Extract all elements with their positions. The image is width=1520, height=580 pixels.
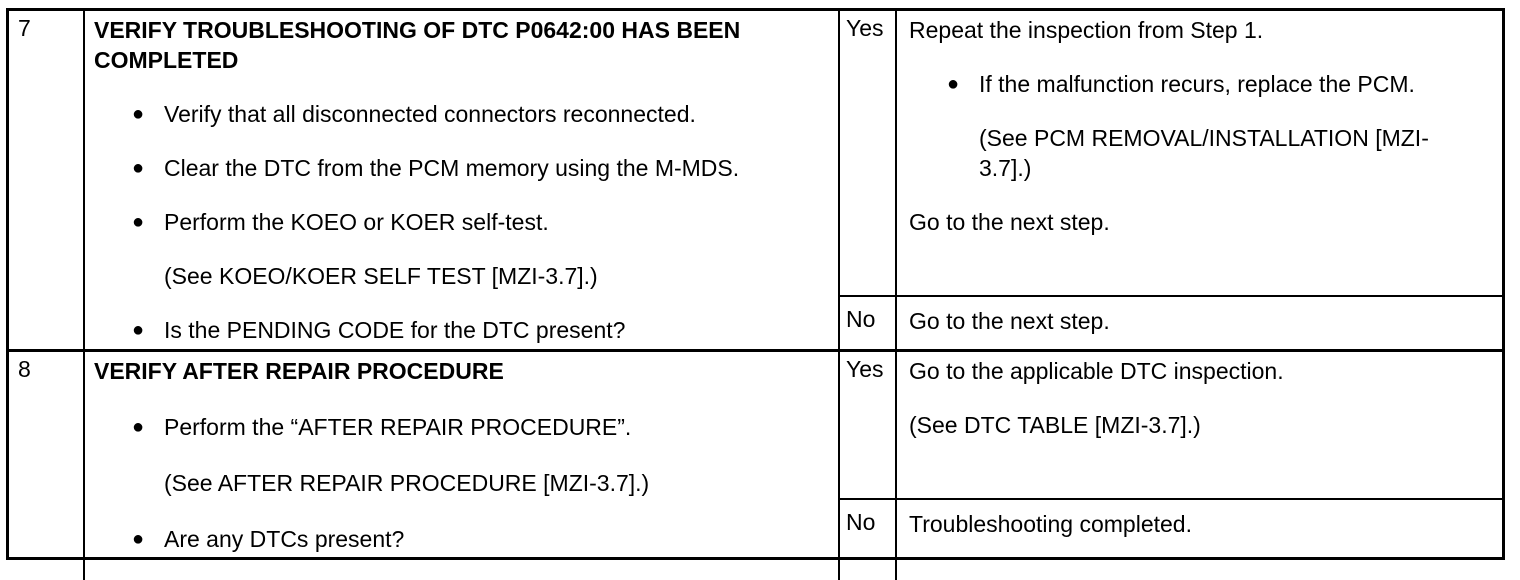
result-no-label: No	[840, 297, 897, 360]
result-column: Yes Go to the applicable DTC inspection.…	[840, 352, 1502, 580]
result-yes-label: Yes	[840, 352, 897, 498]
bullet-icon: ●	[132, 103, 145, 125]
bullet-icon: ●	[132, 416, 145, 438]
no-row: No Go to the next step.	[840, 297, 1502, 360]
bullet-item: ● Is the PENDING CODE for the DTC presen…	[132, 315, 830, 345]
bullet-text: If the malfunction recurs, replace the P…	[979, 71, 1415, 97]
step-row-8: 8 VERIFY AFTER REPAIR PROCEDURE ● Perfor…	[9, 352, 1502, 580]
bullet-text: Perform the “AFTER REPAIR PROCEDURE”.	[164, 414, 632, 440]
bullet-item: ● Verify that all disconnected connector…	[132, 99, 830, 129]
action-cell: Go to the applicable DTC inspection. (Se…	[897, 352, 1502, 498]
action-line: Go to the next step.	[909, 308, 1110, 334]
bullet-icon: ●	[132, 319, 145, 341]
bullet-text: Clear the DTC from the PCM memory using …	[164, 155, 740, 181]
troubleshooting-table: 7 VERIFY TROUBLESHOOTING OF DTC P0642:00…	[6, 8, 1505, 580]
bullet-item: ● Are any DTCs present?	[132, 524, 830, 554]
bullet-item: ● Perform the KOEO or KOER self-test.	[132, 207, 830, 237]
result-yes-label: Yes	[840, 11, 897, 295]
action-line: Go to the next step.	[909, 209, 1110, 235]
action-cell: Go to the next step.	[897, 297, 1502, 360]
bullet-item: ● Perform the “AFTER REPAIR PROCEDURE”.	[132, 412, 830, 442]
bullet-text: Is the PENDING CODE for the DTC present?	[164, 317, 626, 343]
yes-row: Yes Repeat the inspection from Step 1. ●…	[840, 11, 1502, 297]
action-line: Repeat the inspection from Step 1.	[909, 17, 1264, 43]
inspection-heading: VERIFY TROUBLESHOOTING OF DTC P0642:00 H…	[94, 17, 741, 73]
bullet-icon: ●	[947, 73, 960, 95]
bullet-icon: ●	[132, 157, 145, 179]
bullet-item: ● Clear the DTC from the PCM memory usin…	[132, 153, 830, 183]
action-line: Go to the applicable DTC inspection.	[909, 358, 1284, 384]
reference-line: (See DTC TABLE [MZI-3.7].)	[909, 412, 1201, 438]
step-row-7: 7 VERIFY TROUBLESHOOTING OF DTC P0642:00…	[9, 11, 1502, 360]
reference-line: (See AFTER REPAIR PROCEDURE [MZI-3.7].)	[164, 470, 650, 496]
bullet-text: Perform the KOEO or KOER self-test.	[164, 209, 549, 235]
bullet-icon: ●	[132, 528, 145, 550]
result-column: Yes Repeat the inspection from Step 1. ●…	[840, 11, 1502, 360]
no-row: No Troubleshooting completed.	[840, 500, 1502, 580]
bullet-icon: ●	[132, 211, 145, 233]
action-cell: Troubleshooting completed.	[897, 500, 1502, 580]
inspection-cell: VERIFY AFTER REPAIR PROCEDURE ● Perform …	[85, 352, 840, 580]
action-cell: Repeat the inspection from Step 1. ● If …	[897, 11, 1502, 295]
step-number: 7	[9, 11, 85, 360]
bullet-text: Are any DTCs present?	[164, 526, 405, 552]
reference-line: (See PCM REMOVAL/INSTALLATION [MZI-3.7].…	[979, 125, 1429, 181]
bullet-text: Verify that all disconnected connectors …	[164, 101, 696, 127]
result-no-label: No	[840, 500, 897, 580]
reference-line: (See KOEO/KOER SELF TEST [MZI-3.7].)	[164, 263, 598, 289]
step-number: 8	[9, 352, 85, 580]
action-line: Troubleshooting completed.	[909, 511, 1192, 537]
yes-row: Yes Go to the applicable DTC inspection.…	[840, 352, 1502, 500]
bullet-item: ● If the malfunction recurs, replace the…	[947, 69, 1492, 99]
inspection-cell: VERIFY TROUBLESHOOTING OF DTC P0642:00 H…	[85, 11, 840, 360]
inspection-heading: VERIFY AFTER REPAIR PROCEDURE	[94, 358, 504, 384]
